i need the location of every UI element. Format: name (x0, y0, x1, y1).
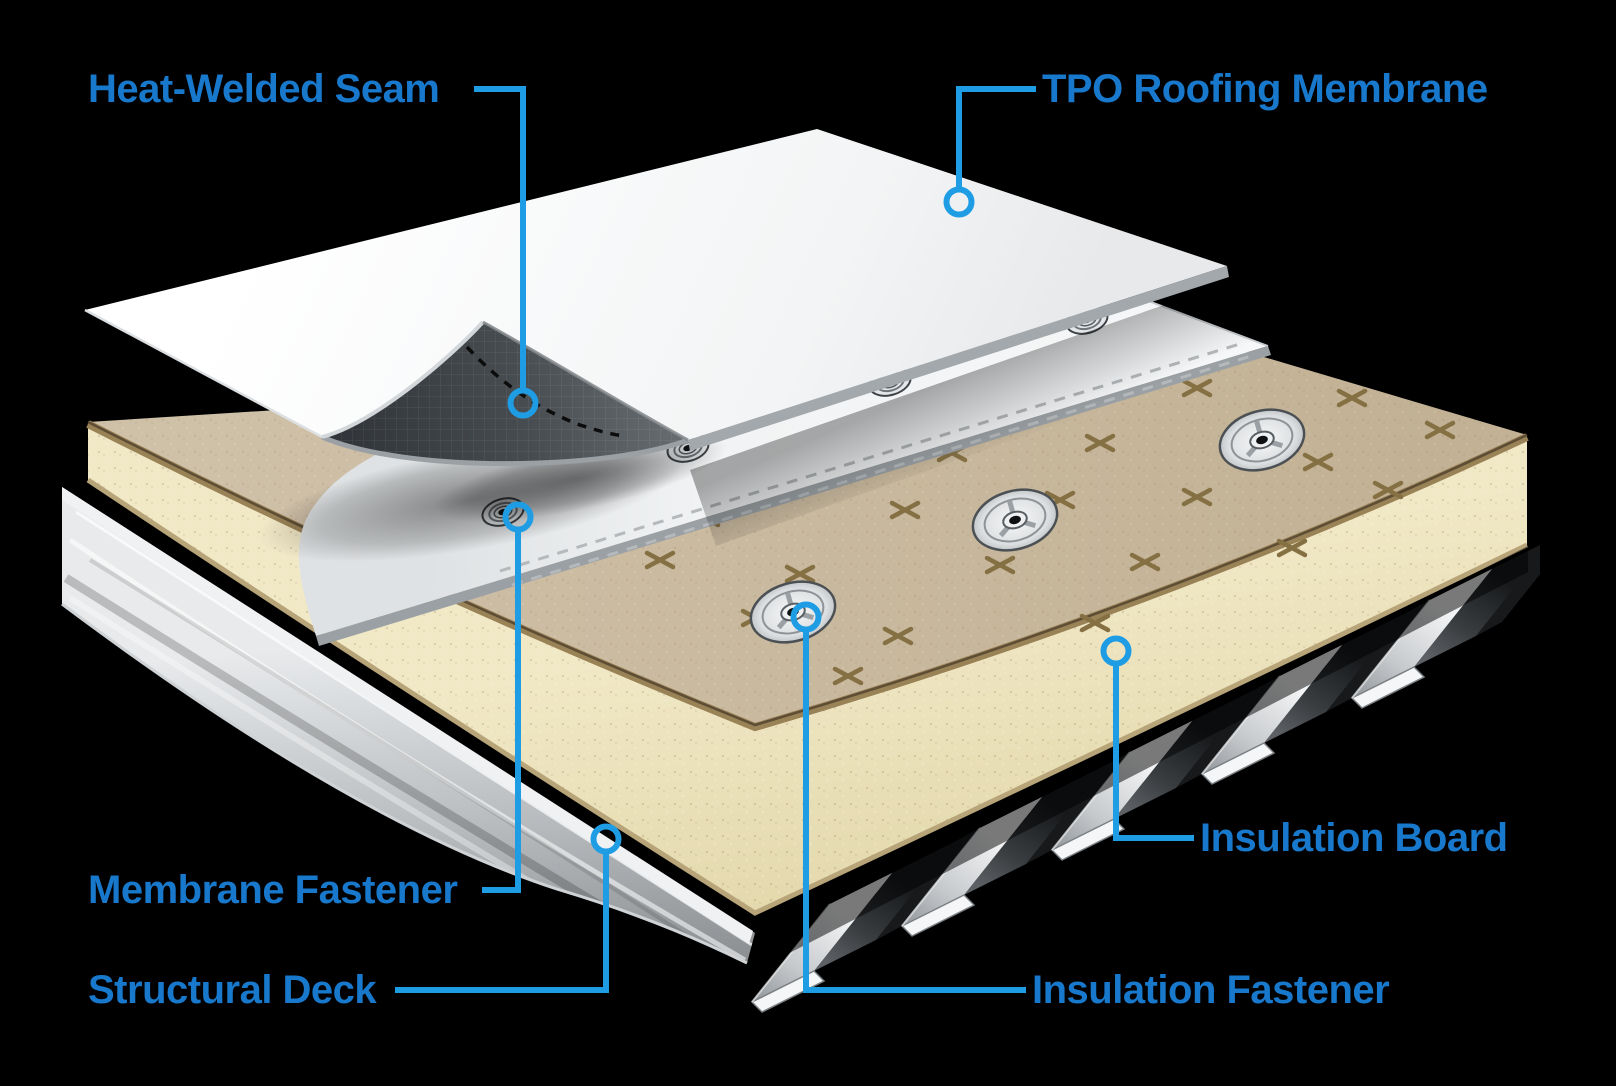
leader-heat-welded-seam (474, 86, 526, 390)
label-structural-deck: Structural Deck (88, 968, 377, 1012)
leader-tpo-membrane (956, 86, 1036, 189)
callout-marker-membrane-fastener (502, 501, 534, 533)
callout-marker-insulation-fastener (790, 601, 822, 633)
callout-leaders (395, 86, 1194, 993)
label-insulation-board: Insulation Board (1200, 816, 1508, 860)
tpo-membrane-edge (688, 266, 1229, 451)
callout-marker-heat-welded-seam (507, 387, 539, 419)
leader-structural-deck (395, 852, 609, 993)
leader-insulation-board (1113, 664, 1194, 841)
callout-marker-insulation-board (1100, 635, 1132, 667)
label-insulation-fastener: Insulation Fastener (1032, 968, 1390, 1012)
label-tpo-roofing-membrane: TPO Roofing Membrane (1042, 67, 1488, 111)
deck-shadow-band (757, 546, 1528, 962)
callout-marker-structural-deck (590, 823, 622, 855)
deck-edge-slab (61, 487, 755, 965)
tpo-membrane-sheet (85, 129, 1227, 440)
leader-membrane-fastener (482, 531, 521, 893)
callout-marker-tpo-membrane (943, 186, 975, 218)
structural-deck-layer (61, 487, 1540, 1013)
tpo-membrane-layer (84, 129, 1229, 467)
heat-weld-dashed-line (465, 345, 628, 438)
label-membrane-fastener: Membrane Fastener (88, 868, 458, 912)
leader-insulation-fastener (803, 631, 1026, 993)
membrane-cast-shadow (690, 282, 1266, 546)
label-heat-welded-seam: Heat-Welded Seam (88, 67, 440, 111)
